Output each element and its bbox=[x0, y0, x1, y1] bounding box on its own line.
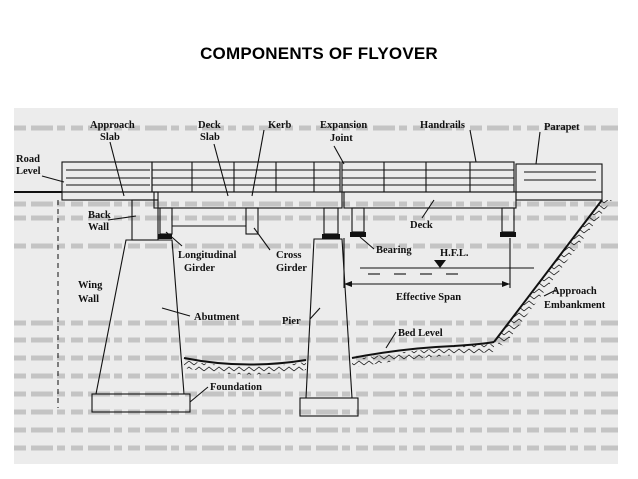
back-wall-label-1: Back bbox=[88, 210, 111, 221]
flyover-diagram-svg: Approach Slab Deck Slab Kerb Expansion J… bbox=[14, 108, 618, 464]
effective-span-dimension bbox=[343, 238, 511, 288]
cross-girder-label-1: Cross bbox=[276, 250, 301, 261]
deck-slab-label-2: Slab bbox=[200, 132, 220, 143]
road-level-label-2: Level bbox=[16, 166, 41, 177]
deck-slab-label-1: Deck bbox=[198, 120, 221, 131]
longitudinal-girder-label-1: Longitudinal bbox=[178, 250, 236, 261]
flyover-diagram: Approach Slab Deck Slab Kerb Expansion J… bbox=[14, 108, 618, 464]
bed-soil-right bbox=[352, 344, 494, 368]
approach-slab-label-2: Slab bbox=[100, 132, 120, 143]
hfl-label: H.F.L. bbox=[440, 248, 469, 259]
page-title: COMPONENTS OF FLYOVER bbox=[200, 44, 438, 63]
leader-lines bbox=[41, 129, 557, 403]
bed-soil-left bbox=[184, 360, 306, 375]
wing-wall-label-2: Wall bbox=[78, 294, 99, 305]
approach-embankment-soil bbox=[494, 200, 612, 346]
approach-slab-label-1: Approach bbox=[90, 120, 135, 131]
pier-label: Pier bbox=[282, 316, 301, 327]
deck-label: Deck bbox=[410, 220, 433, 231]
bearings bbox=[158, 232, 516, 239]
back-wall-label-2: Wall bbox=[88, 222, 109, 233]
approach-slab bbox=[61, 191, 159, 201]
approach-embankment-label-2: Embankment bbox=[544, 300, 606, 311]
effective-span-label: Effective Span bbox=[396, 292, 461, 303]
expansion-joint-label-2: Joint bbox=[330, 133, 353, 144]
kerb-label: Kerb bbox=[268, 120, 291, 131]
road-level-label-1: Road bbox=[16, 154, 40, 165]
handrails-label: Handrails bbox=[420, 120, 465, 131]
abutment-foundation bbox=[91, 393, 191, 413]
bearing-label: Bearing bbox=[376, 245, 412, 256]
pier-foundation bbox=[299, 397, 359, 417]
bed-level-label: Bed Level bbox=[398, 328, 443, 339]
expansion-joint-label-1: Expansion bbox=[320, 120, 367, 131]
cross-girder-label-2: Girder bbox=[276, 263, 307, 274]
foundation-label: Foundation bbox=[210, 382, 262, 393]
bed-level-line bbox=[183, 341, 495, 366]
approach-embankment-label-1: Approach bbox=[552, 286, 597, 297]
approach-slab-right bbox=[515, 191, 603, 201]
wing-wall-label-1: Wing bbox=[78, 280, 103, 291]
longitudinal-girder-label-2: Girder bbox=[184, 263, 215, 274]
scan-background bbox=[14, 108, 618, 464]
abutment-label: Abutment bbox=[194, 312, 240, 323]
parapet-label: Parapet bbox=[544, 122, 580, 133]
hfl-water-marks bbox=[360, 260, 534, 275]
